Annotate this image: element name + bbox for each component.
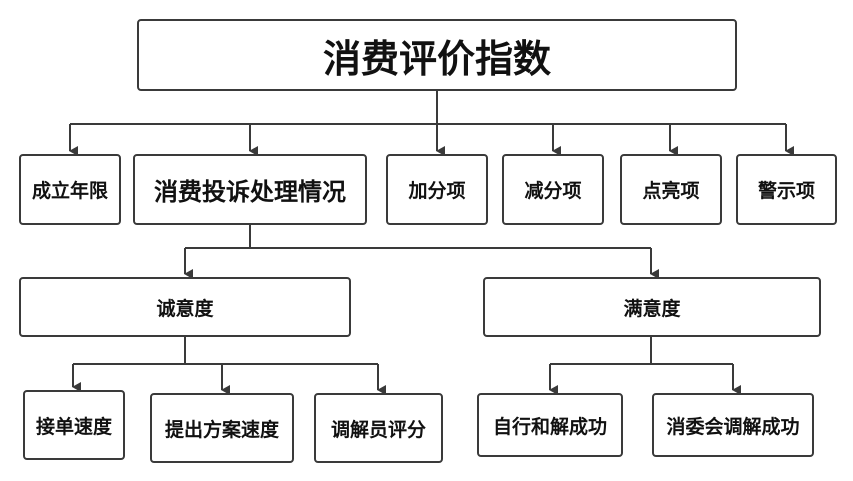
node-jianfenxiang: 减分项	[502, 154, 604, 225]
node-xiaoweihui-tiaojie: 消委会调解成功	[652, 393, 814, 457]
node-tichu-fangan-sudu: 提出方案速度	[150, 393, 294, 463]
root-node: 消费评价指数	[137, 19, 737, 91]
node-dianliangxiang: 点亮项	[620, 154, 722, 225]
node-chengli-nianxian: 成立年限	[19, 154, 121, 225]
node-manyidu: 满意度	[483, 277, 821, 337]
node-xiaofei-tousu: 消费投诉处理情况	[133, 154, 367, 225]
node-tiaojieyuan-pingfen: 调解员评分	[314, 393, 443, 463]
node-zixing-hejie: 自行和解成功	[477, 393, 623, 457]
node-jiafenxiang: 加分项	[386, 154, 488, 225]
node-jingshixiang: 警示项	[736, 154, 837, 225]
node-jiedan-sudu: 接单速度	[23, 390, 125, 460]
node-chengyidu: 诚意度	[19, 277, 351, 337]
